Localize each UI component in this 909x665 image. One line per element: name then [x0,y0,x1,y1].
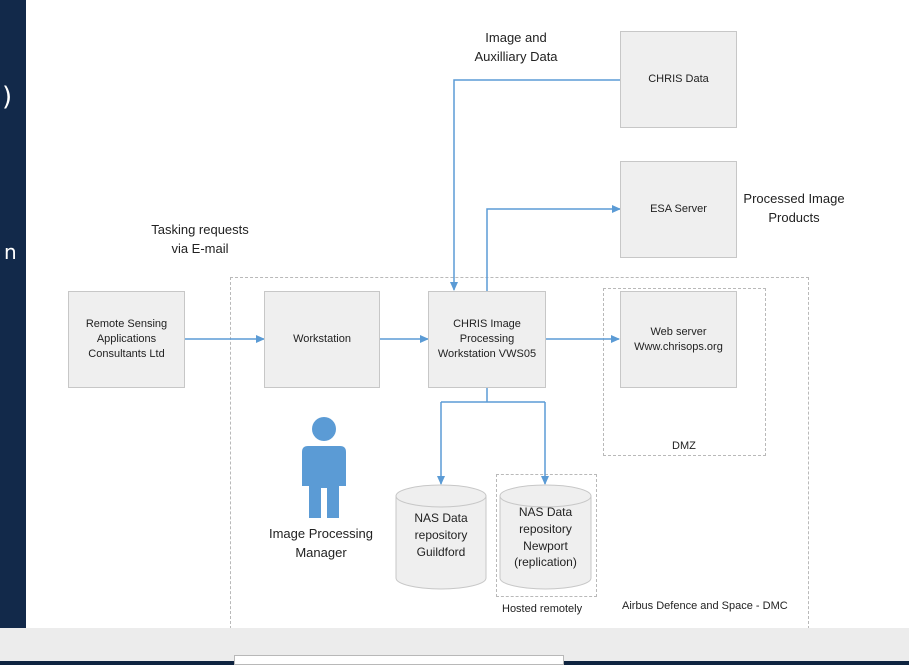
image-aux-label: Image and Auxilliary Data [474,30,558,64]
left-strip: ) n [0,0,26,661]
manager-label: Image Processing Manager [268,526,374,560]
airbus-label: Airbus Defence and Space - DMC [622,600,788,612]
cylinder-icon [499,484,592,590]
dmz-zone [603,288,766,456]
tasking-label: Tasking requests via E-mail [151,222,249,256]
cylinder-icon [395,484,487,590]
dmz-label: DMZ [672,440,696,452]
arrow-chris-data-to-chris [450,79,620,291]
web-server-node: Web server Www.chrisops.org [620,291,737,388]
esa-server-node: ESA Server [620,161,737,258]
remote-sensing-node: Remote Sensing Applications Consultants … [68,291,185,388]
hosted-zone [496,474,597,597]
hosted-label: Hosted remotely [502,603,583,615]
bottom-input-field[interactable] [234,655,564,665]
workstation-node: Workstation [264,291,380,388]
connectors [185,79,621,485]
chris-workstation-node: CHRIS Image Processing Workstation VWS05 [428,291,546,388]
chris-data-node: CHRIS Data [620,31,737,128]
nas-newport-node: NAS Data repository Newport (replication… [499,484,592,590]
diagram-canvas: CHRIS Data ESA Server Remote Sensing App… [26,0,909,628]
arrow-chris-to-esa [486,205,621,291]
strip-glyph-bottom: n [4,240,17,264]
nas-guildford-node: NAS Data repository Guildford [395,484,487,590]
person-icon [302,417,346,518]
strip-glyph-top: ) [2,82,13,112]
airbus-zone [230,277,809,628]
nas-guildford-label: NAS Data repository Guildford [414,511,468,559]
nas-newport-label: NAS Data repository Newport (replication… [514,505,577,570]
processed-products-label: Processed Image Products [743,191,845,225]
